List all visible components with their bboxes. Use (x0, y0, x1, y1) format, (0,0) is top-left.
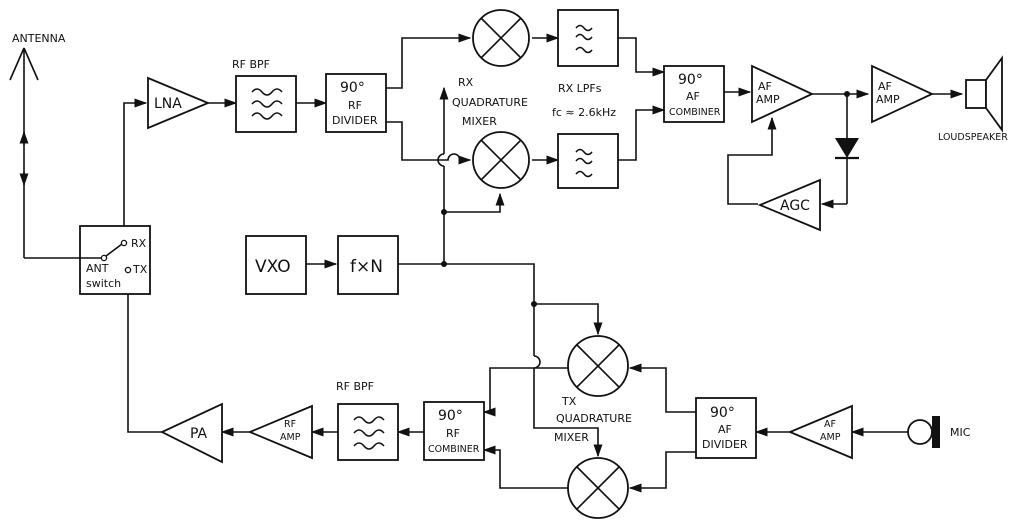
rx-rf-bpf (235, 75, 297, 133)
rx-lpf-label-l2: fc ≈ 2.6kHz (552, 106, 616, 119)
lna-label: LNA (154, 96, 182, 112)
rx-mixer-label: RX QUADRATURE MIXER (452, 76, 528, 128)
tx-rf-combiner-l1: RF (446, 427, 460, 440)
switch-rx-label: RX (131, 237, 147, 250)
diode-icon (835, 138, 859, 160)
tx-rf-combiner: 90° RF COMBINER (423, 401, 485, 461)
loudspeaker-label: LOUDSPEAKER (938, 132, 1008, 143)
tx-af-amp: AF AMP (787, 404, 853, 460)
tx-mixer-label-l2: QUADRATURE (556, 412, 632, 425)
af-combiner-l1: AF (686, 90, 700, 103)
rx-mixer-q (472, 131, 530, 189)
tx-rf-bpf (337, 403, 399, 461)
rx-rf-divider-l2: DIVIDER (332, 114, 378, 127)
pa-label: PA (190, 426, 208, 442)
rx-af-amp-2-l2: AMP (876, 93, 900, 106)
tx-af-divider-deg: 90° (710, 405, 735, 421)
multiplier-block: f×N (337, 235, 399, 295)
vxo-label: VXO (255, 257, 291, 277)
rx-af-amp-1: AF AMP (751, 64, 815, 124)
tx-af-amp-l2: AMP (820, 432, 841, 443)
af-combiner-l2: COMBINER (669, 107, 721, 118)
ant-switch: RX TX ANT switch (79, 225, 151, 295)
tx-af-divider-l2: DIVIDER (702, 438, 748, 451)
rx-lpf-label: RX LPFs fc ≈ 2.6kHz (552, 82, 616, 119)
tx-af-divider: 90° AF DIVIDER (695, 397, 757, 459)
rx-mixer-label-l1: RX (458, 76, 474, 89)
tx-rf-bpf-label: RF BPF (336, 380, 374, 393)
agc-block: AGC (757, 178, 821, 232)
rx-mixer-label-l2: QUADRATURE (452, 96, 528, 109)
mic-icon (907, 416, 940, 448)
switch-tx-label: TX (132, 263, 148, 276)
rx-mixer-i (472, 9, 530, 67)
multiplier-label: f×N (350, 257, 383, 277)
signal-wires (23, 33, 964, 493)
tx-af-amp-l1: AF (824, 419, 836, 430)
agc-label: AGC (780, 198, 810, 214)
tx-rf-amp-l2: AMP (280, 432, 301, 443)
tx-mixer-label: TX QUADRATURE MIXER (554, 395, 632, 444)
rx-af-amp-2-l1: AF (878, 80, 892, 93)
af-combiner: 90° AF COMBINER (663, 65, 725, 123)
tx-rf-combiner-l2: COMBINER (428, 444, 480, 455)
rx-mixer-label-l3: MIXER (462, 115, 497, 128)
rx-lpf-label-l1: RX LPFs (558, 82, 602, 95)
mic-label: MIC (950, 426, 971, 439)
tx-af-divider-l1: AF (718, 423, 732, 436)
rx-rf-divider: 90° RF DIVIDER (325, 73, 387, 133)
loudspeaker-icon (965, 55, 1003, 133)
tx-mixer-label-l3: MIXER (554, 431, 589, 444)
rx-af-amp-1-l1: AF (758, 80, 772, 93)
antenna-label: ANTENNA (12, 32, 66, 45)
switch-label: switch (86, 277, 121, 290)
lna-block: LNA (147, 76, 211, 130)
tx-rf-combiner-deg: 90° (438, 408, 463, 424)
vxo-block: VXO (245, 235, 307, 295)
antenna-icon (9, 47, 39, 81)
pa-block: PA (159, 402, 223, 464)
switch-ant-label: ANT (86, 262, 109, 275)
rx-rf-bpf-label: RF BPF (232, 58, 270, 71)
tx-rf-amp: RF AMP (247, 404, 313, 460)
tx-rf-amp-l1: RF (284, 419, 296, 430)
junction-dots (441, 91, 850, 307)
rx-af-amp-2: AF AMP (871, 64, 935, 124)
rx-lpf-i (557, 9, 619, 67)
tx-mixer-i (567, 335, 629, 397)
rx-af-amp-1-l2: AMP (756, 93, 780, 106)
tx-mixer-label-l1: TX (561, 395, 577, 408)
rx-rf-divider-l1: RF (348, 99, 362, 112)
rx-lpf-q (557, 133, 619, 189)
rx-rf-divider-deg: 90° (340, 80, 365, 96)
tx-mixer-q (567, 457, 629, 519)
af-combiner-deg: 90° (678, 72, 703, 88)
